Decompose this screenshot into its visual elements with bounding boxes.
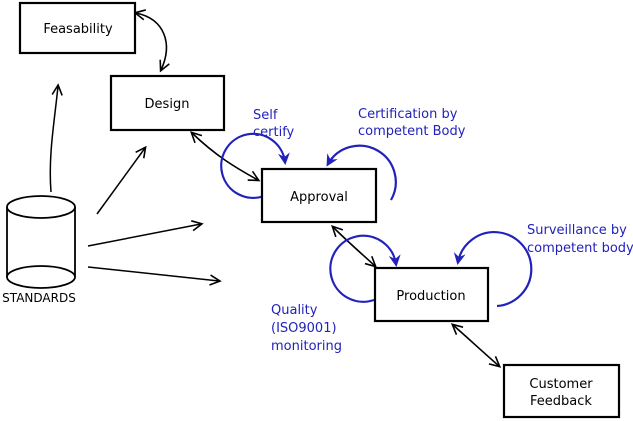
quality-annotation: Quality (ISO9001) monitoring: [271, 303, 342, 354]
design-node: Design: [109, 74, 226, 132]
approval-label: Approval: [290, 190, 348, 205]
self-certify-label-line2: certify: [253, 125, 295, 140]
certification-annotation: Certification by competent Body: [358, 107, 466, 139]
certification-label-line1: Certification by: [358, 107, 458, 122]
design-label: Design: [145, 97, 190, 112]
cylinder-top-ellipse: [6, 195, 76, 219]
quality-label-line2: (ISO9001): [271, 321, 337, 336]
quality-label-line3: monitoring: [271, 339, 342, 354]
standards-node: STANDARDS: [2, 195, 76, 305]
arrow-standards-to-feasability: [49, 83, 63, 193]
self-certify-label-line1: Self: [253, 108, 278, 123]
cylinder-bottom-ellipse: [6, 265, 76, 289]
arrow-design-approval: [189, 131, 261, 182]
standards-label: STANDARDS: [2, 291, 76, 305]
surveillance-label-line2: competent body: [527, 241, 633, 256]
arrow-feasability-design: [133, 9, 170, 73]
arrow-standards-to-approval: [87, 220, 204, 247]
feasability-node: Feasability: [18, 1, 137, 55]
surveillance-loop-arrow: [453, 231, 533, 308]
approval-node: Approval: [260, 167, 378, 224]
arrow-approval-production: [331, 225, 378, 268]
customer-feedback-label-line1: Customer: [529, 377, 593, 392]
feasability-box: [18, 1, 137, 55]
feasability-label: Feasability: [43, 22, 113, 37]
arrow-standards-to-production: [87, 266, 222, 286]
customer-feedback-node: Customer Feedback: [502, 363, 621, 419]
customer-feedback-label-line2: Feedback: [530, 394, 592, 409]
certification-label-line2: competent Body: [358, 124, 466, 139]
surveillance-label-line1: Surveillance by: [527, 223, 627, 238]
approval-box: [260, 167, 378, 224]
arrow-standards-to-design: [96, 145, 147, 215]
self-certify-annotation: Self certify: [253, 108, 295, 140]
production-node: Production: [373, 266, 490, 323]
customer-feedback-box: [502, 363, 621, 419]
production-box: [373, 266, 490, 323]
arrow-production-customer-feedback: [450, 323, 502, 368]
quality-label-line1: Quality: [271, 303, 318, 318]
design-box: [109, 74, 226, 132]
production-label: Production: [396, 289, 465, 304]
quality-monitoring-loop-arrow: [329, 234, 401, 303]
surveillance-annotation: Surveillance by competent body: [527, 223, 633, 256]
self-certify-loop-arrow: [220, 132, 290, 199]
certification-loop-arrow: [326, 144, 397, 201]
